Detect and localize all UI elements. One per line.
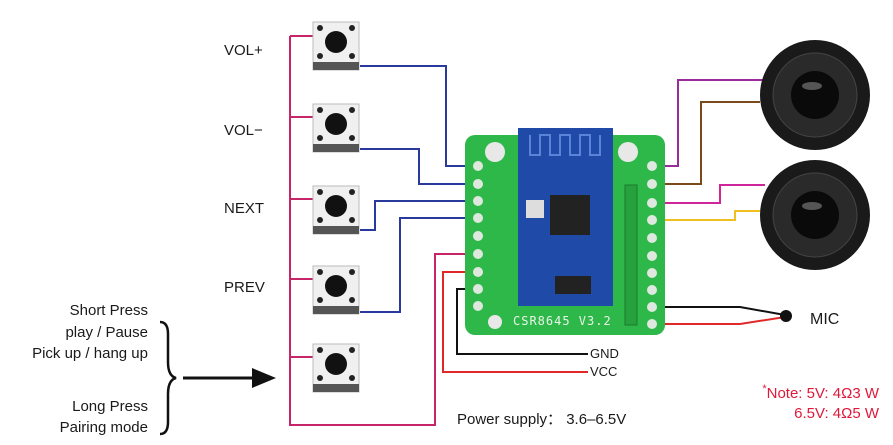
long-press-line1: Pairing mode: [59, 419, 148, 436]
label-next: NEXT: [224, 200, 265, 217]
note-line1-text: Note: 5V: 4Ω3 W: [766, 385, 879, 402]
button-vol-down: [312, 103, 360, 153]
note-asterisk: *: [762, 383, 767, 395]
label-prev: PREV: [224, 279, 265, 296]
label-vol-down: VOL−: [224, 122, 263, 139]
button-signal-wires: [360, 65, 478, 313]
mic-label: MIC: [810, 311, 840, 328]
arrow-icon: [183, 368, 276, 388]
brace-icon: [159, 320, 177, 436]
short-press-line1: play / Pause: [65, 324, 148, 341]
speaker-2-icon: [760, 160, 870, 270]
label-vol-up: VOL+: [224, 42, 263, 59]
long-press-title: Long Press: [72, 398, 148, 415]
board-label: CSR8645 V3.2: [513, 314, 612, 328]
button-vol-up: [312, 21, 360, 71]
mic-wires: [652, 306, 786, 325]
csr8645-board: [465, 128, 665, 335]
note-line2: 6.5V: 4Ω5 W: [794, 405, 879, 422]
speaker-wires: [652, 79, 765, 221]
button-common-wire: [289, 35, 473, 426]
mic-icon: [780, 310, 792, 322]
gnd-label: GND: [590, 346, 619, 361]
speaker-1-icon: [760, 40, 870, 150]
button-prev: [312, 265, 360, 315]
button-next: [312, 185, 360, 235]
note-line1: *Note: 5V: 4Ω3 W: [762, 383, 879, 402]
button-multifunction: [312, 343, 360, 393]
vcc-label: VCC: [590, 364, 618, 379]
short-press-title: Short Press: [69, 302, 148, 319]
short-press-line2: Pick up / hang up: [32, 345, 148, 362]
power-supply-text: Power supply： 3.6–6.5V: [457, 411, 627, 428]
